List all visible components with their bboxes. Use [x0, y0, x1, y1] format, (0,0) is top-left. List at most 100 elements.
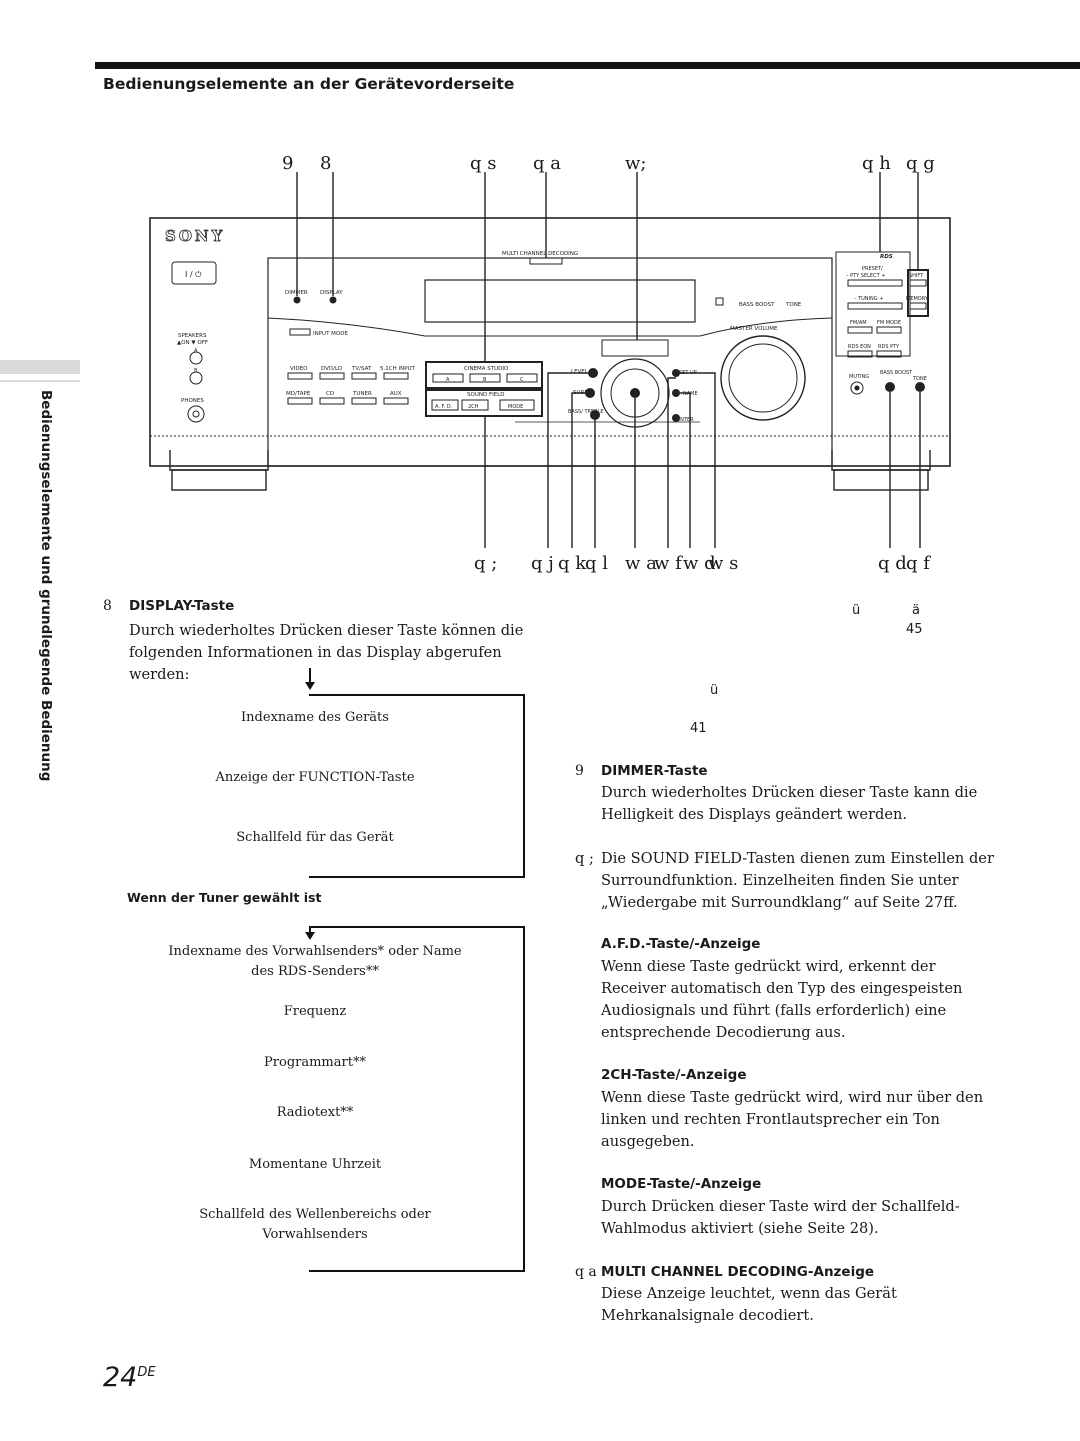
section-title: Bedienungselemente an der Gerätevorderse…	[103, 75, 515, 93]
svg-text:BASS BOOST: BASS BOOST	[880, 370, 913, 376]
callout-qa: q a	[533, 153, 561, 174]
mcd-title: MULTI CHANNEL DECODING-Anzeige	[601, 1264, 875, 1280]
flow-item: Anzeige der FUNCTION-Taste	[215, 770, 415, 785]
callout-qg: q g	[906, 153, 935, 174]
svg-text:▲ON ▼ OFF: ▲ON ▼ OFF	[177, 340, 208, 346]
callout-ql: q l	[585, 553, 609, 574]
svg-text:5.1CH INPUT: 5.1CH INPUT	[380, 366, 416, 372]
flow-item: Programmart**	[264, 1055, 366, 1070]
svg-text:MD/TAPE: MD/TAPE	[286, 391, 311, 397]
display-taste-text: Durch wiederholtes Drücken dieser Taste …	[129, 622, 524, 683]
svg-text:– PTY SELECT +: – PTY SELECT +	[846, 273, 885, 279]
sound-field-num: q ;	[575, 850, 594, 867]
callout-w0: w;	[625, 153, 647, 174]
twoch-title: 2CH-Taste/-Anzeige	[601, 1067, 747, 1083]
flow-arrow-icon	[305, 932, 315, 940]
svg-text:TONE: TONE	[785, 302, 802, 308]
svg-text:SHIFT: SHIFT	[909, 273, 924, 279]
svg-text:FM/AM: FM/AM	[850, 320, 867, 326]
svg-text:FM MODE: FM MODE	[877, 320, 901, 326]
svg-text:MODE: MODE	[508, 404, 523, 410]
fragment: 41	[690, 721, 707, 736]
fragment: ü	[710, 683, 719, 698]
callout-q0: q ;	[474, 553, 498, 574]
svg-text:TV/SAT: TV/SAT	[351, 366, 372, 372]
brand-logo: SONY	[165, 227, 225, 245]
callout-qf: q f	[906, 553, 930, 574]
svg-text:SOUND FIELD: SOUND FIELD	[467, 392, 505, 398]
svg-text:2CH: 2CH	[468, 404, 479, 410]
svg-text:MUTING: MUTING	[849, 374, 869, 380]
flow-item: Indexname des Vorwahlsenders* oder Name …	[168, 944, 462, 979]
svg-text:– TUNING +: – TUNING +	[854, 296, 883, 302]
svg-text:DISPLAY: DISPLAY	[320, 290, 343, 296]
callout-8: 8	[320, 153, 332, 174]
mode-title: MODE-Taste/-Anzeige	[601, 1176, 762, 1192]
svg-text:A. F. D.: A. F. D.	[435, 404, 453, 410]
flow-item: Indexname des Geräts	[241, 710, 389, 725]
callout-qh: q h	[862, 153, 891, 174]
svg-text:SPEAKERS: SPEAKERS	[178, 333, 207, 339]
afd-text: Wenn diese Taste gedrückt wird, erkennt …	[601, 958, 963, 1041]
top-rule	[95, 62, 1080, 69]
tuner-head: Wenn der Tuner gewählt ist	[127, 890, 322, 905]
twoch-text: Wenn diese Taste gedrückt wird, wird nur…	[601, 1089, 984, 1150]
fragment: ä	[912, 603, 920, 618]
svg-text:RDS PTY: RDS PTY	[878, 344, 900, 350]
callout-wd: w d	[683, 553, 716, 574]
side-tab	[0, 360, 80, 374]
tuner-cycle-loop	[309, 926, 525, 1272]
svg-text:A: A	[194, 348, 198, 354]
flow-item: Momentane Uhrzeit	[248, 1157, 382, 1172]
svg-text:RDS: RDS	[880, 254, 893, 260]
svg-text:BASS/ TREBLE: BASS/ TREBLE	[568, 409, 604, 415]
receiver-front-panel: SONY I / ⏻ MULTI CHANNEL DECODING DIMMER…	[149, 172, 951, 548]
side-tab-line	[0, 380, 80, 382]
svg-text:MULTI CHANNEL DECODING: MULTI CHANNEL DECODING	[502, 251, 578, 257]
mcd-text: Diese Anzeige leuchtet, wenn das Gerät M…	[601, 1285, 897, 1324]
fragment: 45	[906, 622, 923, 637]
side-title: Bedienungselemente und grundlegende Bedi…	[38, 390, 54, 782]
svg-text:B: B	[194, 368, 198, 374]
callout-wf: w f	[654, 553, 682, 574]
svg-text:TUNER: TUNER	[352, 391, 372, 397]
callout-qd: q d	[878, 553, 907, 574]
callout-ws: w s	[708, 553, 739, 574]
fragment: ü	[852, 603, 861, 618]
svg-text:PHONES: PHONES	[181, 398, 204, 404]
svg-text:I / ⏻: I / ⏻	[185, 270, 202, 279]
svg-text:MEMORY: MEMORY	[906, 296, 929, 302]
afd-title: A.F.D.-Taste/-Anzeige	[601, 936, 761, 952]
svg-text:VIDEO: VIDEO	[290, 366, 308, 372]
svg-text:BASS BOOST: BASS BOOST	[739, 302, 775, 308]
flow-arrow-icon	[305, 682, 315, 690]
svg-text:CINEMA STUDIO: CINEMA STUDIO	[464, 366, 509, 372]
svg-text:PRESET/: PRESET/	[862, 266, 883, 272]
mode-text: Durch Drücken dieser Taste wird der Scha…	[601, 1198, 960, 1237]
callout-qs: q s	[470, 153, 497, 174]
display-cycle-loop	[309, 694, 525, 878]
power-button	[171, 261, 217, 285]
page-number: 24DE	[103, 1362, 156, 1393]
svg-text:A: A	[446, 377, 450, 383]
svg-text:LEVEL: LEVEL	[571, 369, 589, 375]
svg-text:RDS EON: RDS EON	[848, 344, 871, 350]
svg-text:ENTER: ENTER	[677, 417, 694, 423]
dimmer-taste-text: Durch wiederholtes Drücken dieser Taste …	[601, 784, 978, 823]
flow-item: Schallfeld des Wellenbereichs oder Vorwa…	[199, 1207, 431, 1242]
flow-item: Frequenz	[283, 1004, 347, 1019]
svg-text:DVD/LD: DVD/LD	[321, 366, 342, 372]
callout-9: 9	[282, 153, 294, 174]
svg-text:INPUT MODE: INPUT MODE	[313, 331, 348, 337]
svg-text:B: B	[483, 377, 487, 383]
callout-wa: w a	[625, 553, 657, 574]
callout-qk: q k	[558, 553, 587, 574]
callout-qj: q j	[531, 553, 554, 574]
flow-item: Radiotext**	[276, 1105, 354, 1120]
display-taste-title: DISPLAY-Taste	[129, 598, 235, 614]
svg-text:MASTER VOLUME: MASTER VOLUME	[730, 326, 778, 332]
sound-field-text: Die SOUND FIELD-Tasten dienen zum Einste…	[601, 850, 994, 911]
svg-text:AUX: AUX	[390, 391, 402, 397]
